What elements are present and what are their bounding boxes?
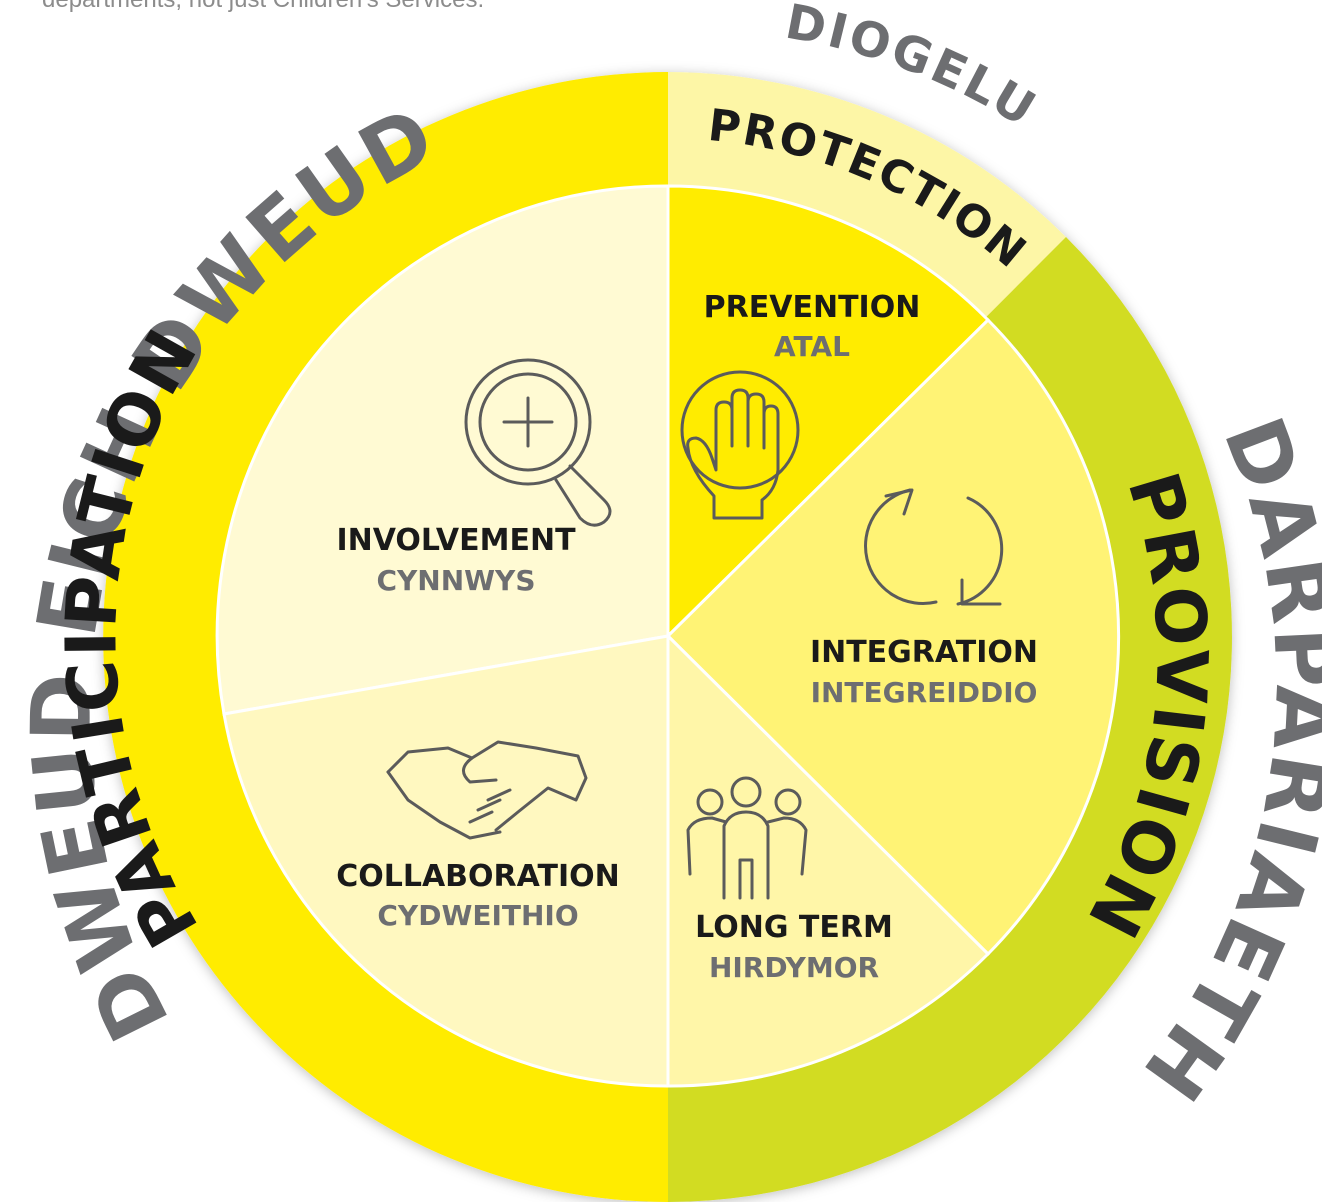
integration-en-label: INTEGRATION: [810, 635, 1038, 670]
inner-pie: [215, 184, 1121, 1088]
group-people-icon: [686, 776, 808, 900]
long-term-cy-label: HIRDYMOR: [709, 951, 879, 984]
top-note-text: departments, not just Children's Service…: [42, 0, 484, 14]
collaboration-cy-label: CYDWEITHIO: [377, 899, 578, 932]
handshake-icon: [386, 740, 588, 840]
cycle-arrows-icon: [864, 488, 1004, 606]
collaboration-segment[interactable]: [222, 634, 670, 1088]
involvement-segment[interactable]: [215, 184, 670, 716]
long-term-en-label: LONG TERM: [695, 910, 893, 945]
collaboration-en-label: COLLABORATION: [336, 859, 620, 894]
prevention-cy-label: ATAL: [774, 330, 850, 363]
prevention-segment[interactable]: [666, 184, 991, 640]
involvement-en-label: INVOLVEMENT: [336, 523, 576, 558]
long-term-segment[interactable]: [666, 632, 991, 1088]
magnifier-plus-icon: [464, 358, 612, 527]
prevention-en-label: PREVENTION: [704, 290, 921, 325]
stop-hand-icon: [680, 370, 800, 520]
integration-cy-label: INTEGREIDDIO: [811, 676, 1038, 709]
integration-segment[interactable]: [665, 317, 1121, 957]
involvement-cy-label: CYNNWYS: [376, 564, 535, 597]
